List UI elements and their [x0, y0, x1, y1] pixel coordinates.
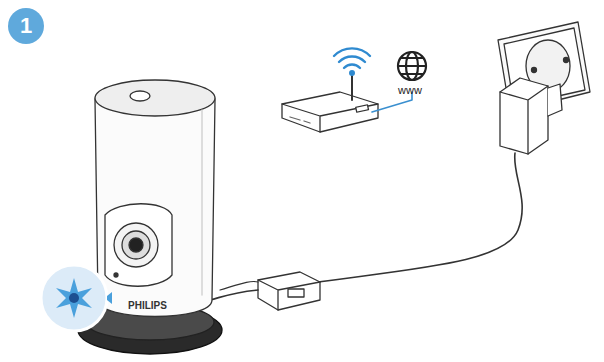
internet-globe [398, 52, 426, 80]
url-label: www [398, 84, 422, 96]
wifi-router [282, 92, 378, 132]
step-number: 1 [20, 13, 32, 39]
cable-connector [258, 272, 320, 310]
power-adapter [500, 78, 548, 154]
brand-label: PHILIPS [128, 300, 167, 311]
step-badge: 1 [8, 8, 44, 44]
wifi-symbol [334, 48, 370, 74]
camera-body [95, 84, 215, 317]
status-light-callout [41, 265, 112, 331]
power-cable [318, 153, 522, 282]
